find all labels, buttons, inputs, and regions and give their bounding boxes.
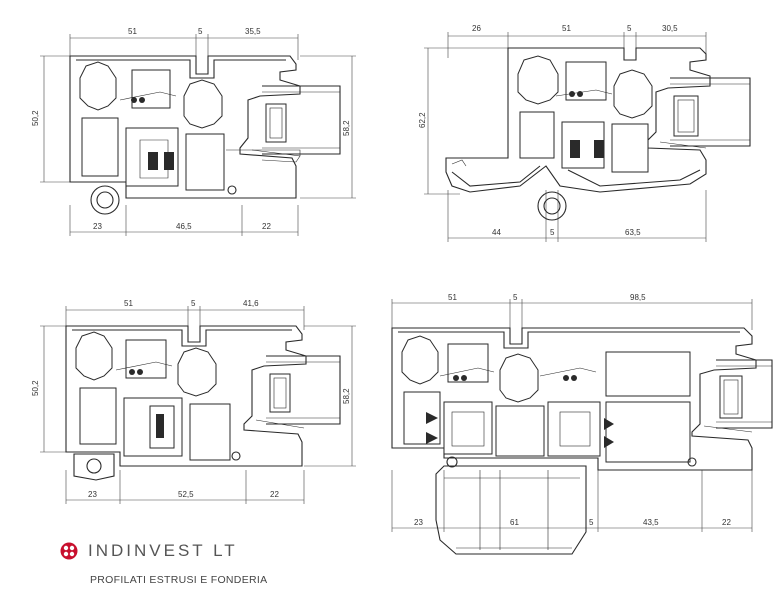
dim-bottom-3: 63,5 bbox=[625, 228, 641, 237]
dim-bottom-1: 23 bbox=[93, 222, 102, 231]
dim-bottom-4: 43,5 bbox=[643, 518, 659, 527]
dim-bottom-2: 46,5 bbox=[176, 222, 192, 231]
brand-tagline: PROFILATI ESTRUSI E FONDERIA bbox=[90, 574, 268, 586]
dim-top-2: 5 bbox=[191, 299, 196, 308]
dim-top-3: 98,5 bbox=[630, 293, 646, 302]
brand-name: INDINVEST LT bbox=[88, 541, 238, 560]
dim-right: 58,2 bbox=[342, 388, 351, 404]
dim-bottom-2: 5 bbox=[550, 228, 555, 237]
dim-top-4: 30,5 bbox=[662, 24, 678, 33]
section-top-right: 26 51 5 30,5 44 5 63,5 62,2 bbox=[418, 24, 751, 242]
dim-right: 58,2 bbox=[342, 120, 351, 136]
dim-top-2: 51 bbox=[562, 24, 571, 33]
dim-top-3: 41,6 bbox=[243, 299, 259, 308]
dim-top-2: 5 bbox=[198, 27, 203, 36]
dim-bottom-3: 22 bbox=[270, 490, 279, 499]
section-bottom-left: 51 5 41,6 23 52,5 22 50,2 58,2 bbox=[31, 299, 356, 504]
dim-top-3: 5 bbox=[627, 24, 632, 33]
dim-top-1: 51 bbox=[448, 293, 457, 302]
dim-top-2: 5 bbox=[513, 293, 518, 302]
brand-mark-icon bbox=[60, 542, 78, 560]
dim-bottom-1: 23 bbox=[414, 518, 423, 527]
dim-left: 50,2 bbox=[31, 380, 40, 396]
dim-bottom-2: 61 bbox=[510, 518, 519, 527]
brand-logo: INDINVEST LT bbox=[60, 541, 238, 561]
dim-left: 50,2 bbox=[31, 110, 40, 126]
dim-bottom-5: 22 bbox=[722, 518, 731, 527]
dim-top-1: 26 bbox=[472, 24, 481, 33]
dim-top-1: 51 bbox=[124, 299, 133, 308]
section-top-left: 51 5 35,5 23 46,5 22 50,2 58,2 bbox=[31, 27, 356, 236]
section-bottom-right: 51 5 98,5 23 61 5 43,5 22 bbox=[391, 293, 773, 555]
dim-bottom-2: 52,5 bbox=[178, 490, 194, 499]
dim-top-3: 35,5 bbox=[245, 27, 261, 36]
dim-bottom-1: 44 bbox=[492, 228, 501, 237]
dim-bottom-1: 23 bbox=[88, 490, 97, 499]
dim-bottom-3: 22 bbox=[262, 222, 271, 231]
dim-top-1: 51 bbox=[128, 27, 137, 36]
dim-bottom-3: 5 bbox=[589, 518, 594, 527]
dim-left: 62,2 bbox=[418, 112, 427, 128]
